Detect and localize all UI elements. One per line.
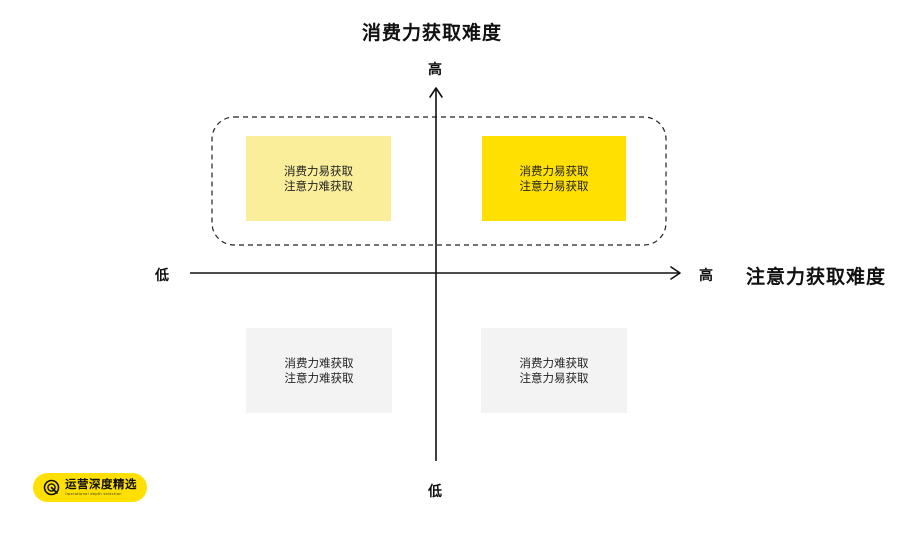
quadrant-top-right-line2: 注意力易获取	[519, 178, 589, 193]
x-axis-title: 注意力获取难度	[746, 266, 887, 288]
y-axis-title: 消费力获取难度	[362, 22, 503, 44]
quadrant-bottom-left: 消费力难获取 注意力难获取	[246, 328, 392, 413]
x-axis-low-label: 低	[155, 268, 169, 284]
quadrant-top-left-line1: 消费力易获取	[284, 163, 353, 178]
y-axis-high-label: 高	[428, 62, 442, 78]
quadrant-bottom-left-line1: 消费力难获取	[284, 355, 354, 370]
brand-tagline: Operational depth selection	[65, 491, 122, 496]
quadrant-bottom-right-line1: 消费力难获取	[519, 355, 589, 370]
y-axis-arrow	[429, 87, 443, 98]
y-axis-low-label: 低	[428, 484, 442, 500]
quadrant-bottom-left-line2: 注意力难获取	[284, 370, 354, 385]
x-axis-arrow	[670, 266, 681, 280]
brand-name: 运营深度精选	[65, 477, 137, 491]
quadrant-top-right-line1: 消费力易获取	[519, 163, 589, 178]
dashed-highlight-frame	[211, 116, 667, 246]
x-axis-high-label: 高	[699, 268, 713, 284]
quadrant-top-left: 消费力易获取 注意力难获取	[246, 136, 391, 221]
quadrant-top-right: 消费力易获取 注意力易获取	[482, 136, 626, 221]
quadrant-bottom-right-line2: 注意力易获取	[519, 370, 589, 385]
quadrant-top-left-line2: 注意力难获取	[284, 178, 353, 193]
brand-logo-badge: 运营深度精选 Operational depth selection	[33, 473, 147, 502]
quadrant-bottom-right: 消费力难获取 注意力易获取	[481, 328, 627, 413]
brand-logo-icon	[43, 479, 60, 496]
